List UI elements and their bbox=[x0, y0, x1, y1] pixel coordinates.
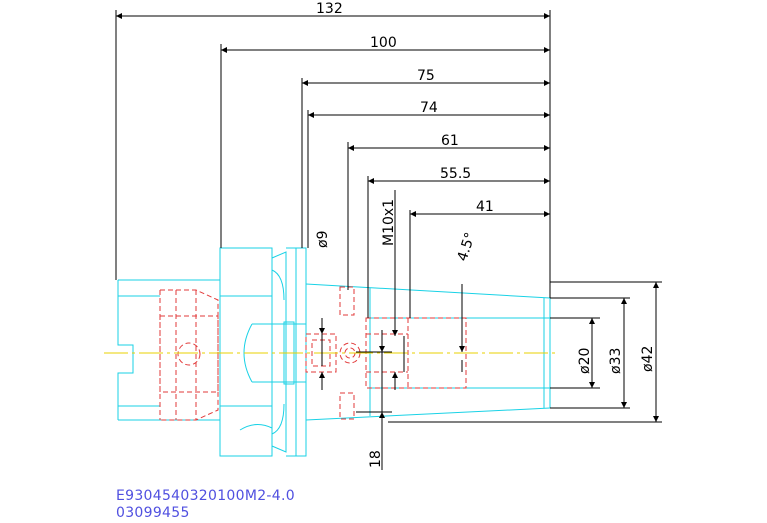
length-dimensions bbox=[116, 13, 550, 217]
part-code: E9304540320100M2-4.0 bbox=[116, 488, 295, 504]
dim-label-55-5: 55.5 bbox=[440, 166, 471, 182]
extension-lines bbox=[115, 10, 662, 423]
dim-label-74: 74 bbox=[420, 100, 438, 116]
detail-dimensions bbox=[319, 190, 465, 470]
dim-label-angle: 4.5° bbox=[455, 230, 479, 263]
dim-label-dia-9: ø9 bbox=[315, 231, 331, 248]
dim-label-dia-33: ø33 bbox=[608, 348, 624, 374]
dim-label-61: 61 bbox=[441, 133, 459, 149]
dim-label-132: 132 bbox=[316, 1, 343, 17]
tool-holder-outline bbox=[117, 247, 551, 457]
dim-label-dia-20: ø20 bbox=[577, 348, 593, 374]
dim-label-dia-42: ø42 bbox=[640, 346, 656, 372]
dim-label-41: 41 bbox=[476, 199, 494, 215]
dim-label-18: 18 bbox=[368, 450, 384, 468]
dim-label-75: 75 bbox=[417, 68, 435, 84]
part-number: 03099455 bbox=[116, 505, 190, 521]
diameter-dimensions bbox=[589, 282, 659, 422]
dim-label-thread: M10x1 bbox=[381, 199, 397, 246]
dim-label-100: 100 bbox=[370, 35, 397, 51]
